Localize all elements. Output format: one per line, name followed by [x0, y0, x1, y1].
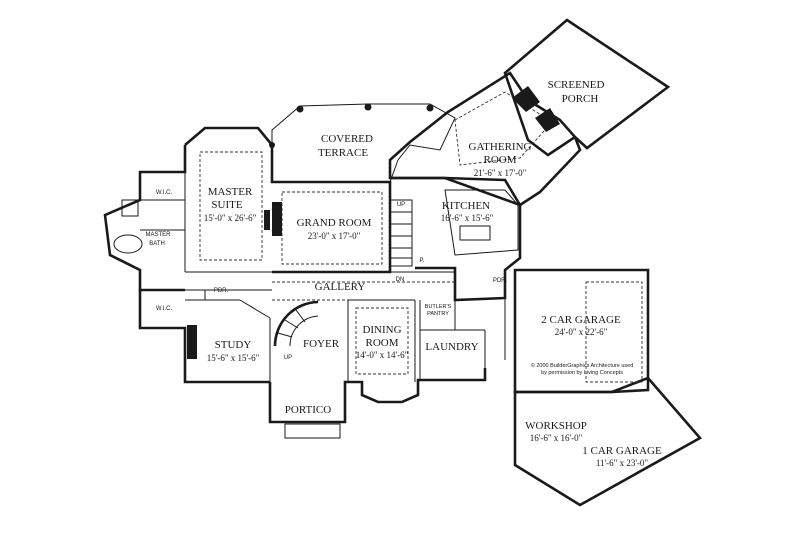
- covered-terrace-label-2: TERRACE: [318, 147, 368, 159]
- two-car-garage-walls: [513, 268, 650, 394]
- pdr-left-label: PDR.: [214, 288, 229, 294]
- master-bath-label-1: MASTER: [145, 232, 171, 238]
- two-car-garage-label: 2 CAR GARAGE: [541, 314, 621, 326]
- workshop-size: 16'-6" x 16'-0": [530, 433, 583, 443]
- fireplace-gathering: [512, 86, 540, 112]
- pantry-p-label: P.: [420, 258, 425, 264]
- gathering-room-label-2: ROOM: [483, 154, 516, 166]
- kitchen-counter: [444, 189, 519, 256]
- gallery-label: GALLERY: [315, 281, 366, 293]
- wic-top-label: W.I.C.: [156, 190, 173, 196]
- fireplace-study: [187, 325, 197, 359]
- fireplace-grand-room: [272, 202, 282, 236]
- wic-bottom-label: W.I.C.: [156, 306, 173, 312]
- master-bath-label-2: BATH: [149, 241, 165, 247]
- one-car-garage-size: 11'-6" x 23'-0": [596, 458, 649, 468]
- stair-up-label: UP: [397, 202, 405, 208]
- butlers-pantry-label-2: PANTRY: [427, 311, 449, 317]
- dining-room-label-1: DINING: [362, 324, 401, 336]
- spiral-stair-up-label: UP: [284, 355, 292, 361]
- kitchen-island: [459, 225, 491, 241]
- grand-room-size: 23'-0" x 17'-0": [308, 231, 361, 241]
- covered-terrace-label-1: COVERED: [321, 133, 373, 145]
- kitchen-label: KITCHEN: [442, 200, 490, 212]
- workshop-garage-walls: [513, 376, 703, 507]
- master-bath-bay: [103, 145, 187, 292]
- screened-porch-walls: [503, 18, 671, 157]
- kitchen-size: 16'-6" x 15'-6": [441, 213, 494, 223]
- fireplace-porch: [535, 108, 560, 132]
- spiral-stair: [273, 300, 319, 347]
- terrace-columns: [269, 103, 434, 148]
- screened-porch-label-1: SCREENED: [548, 79, 605, 91]
- gathering-room-label-1: GATHERING: [469, 141, 532, 153]
- shower: [121, 199, 139, 217]
- study-label: STUDY: [215, 339, 252, 351]
- dining-room-size: 14'-0" x 14'-6": [356, 350, 409, 360]
- butlers-pantry-label-1: BUTLER'S: [425, 304, 452, 310]
- gathering-room-size: 21'-6" x 17'-0": [474, 168, 527, 178]
- foyer-label: FOYER: [303, 338, 340, 350]
- gathering-room-walls: [388, 71, 582, 207]
- lower-middle-walls: [268, 368, 487, 424]
- copyright-line-1: © 2000 BuilderGraphics Architecture used: [531, 362, 634, 369]
- master-suite-size: 15'-0" x 26'-6": [204, 213, 257, 223]
- main-left-walls: [138, 290, 270, 384]
- master-suite-label-2: SUITE: [211, 199, 242, 211]
- copyright-line-2: by permission by Living Concepts: [541, 370, 623, 376]
- grand-room-label: GRAND ROOM: [297, 217, 372, 229]
- study-size: 15'-6" x 15'-6": [207, 353, 260, 363]
- one-car-garage-label: 1 CAR GARAGE: [582, 445, 662, 457]
- workshop-label: WORKSHOP: [525, 420, 587, 432]
- portico-label: PORTICO: [285, 404, 331, 416]
- kitchen-walls: [390, 176, 522, 302]
- fireplace-master: [264, 210, 270, 230]
- master-suite-label-1: MASTER: [208, 186, 253, 198]
- pdr-right-label: PDR.: [493, 278, 508, 284]
- interior-walls: [140, 172, 506, 382]
- ceiling-outlines: [199, 91, 643, 383]
- two-car-garage-size: 24'-0" x 22'-6": [555, 327, 608, 337]
- portico-steps: [284, 423, 341, 439]
- dining-room-label-2: ROOM: [365, 337, 398, 349]
- bathtub: [113, 234, 143, 254]
- stair-down-label: DN: [396, 277, 405, 283]
- exterior-walls: [103, 18, 703, 507]
- laundry-label: LAUNDRY: [425, 341, 478, 353]
- main-stair: [389, 199, 413, 267]
- screened-porch-label-2: PORCH: [562, 93, 599, 105]
